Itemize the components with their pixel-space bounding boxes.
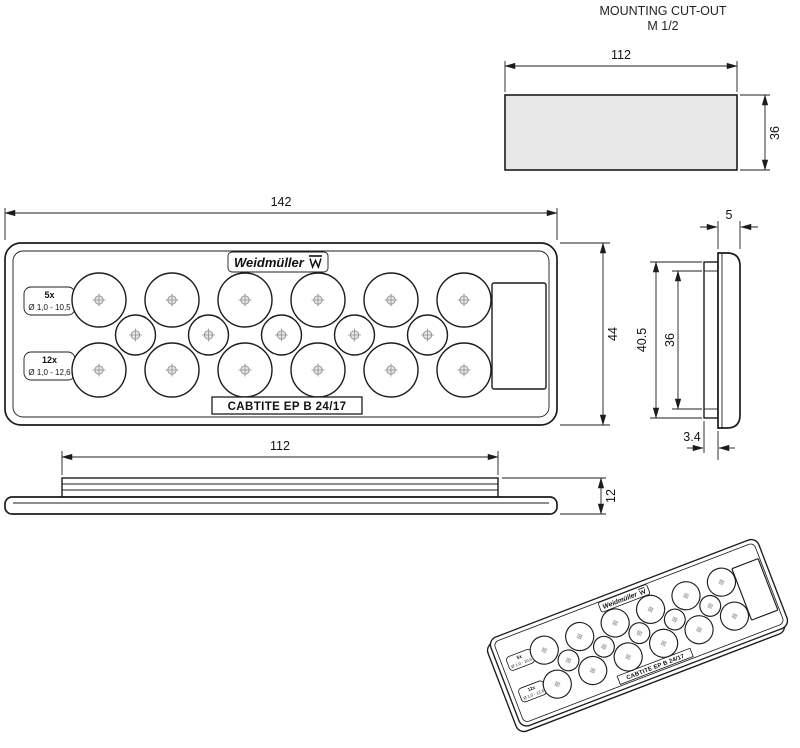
plate-inner-outline xyxy=(12,250,550,418)
brand-plate: Weidmüller xyxy=(227,251,329,273)
bottom-profile-view: 112 12 xyxy=(4,439,618,515)
product-label: CABTITE EP B 24/17 xyxy=(228,401,347,413)
iso-plate-inner-outline xyxy=(494,543,784,722)
brand-plate-frame xyxy=(227,251,329,273)
side-thickness-label: 5 xyxy=(726,208,733,222)
blank-plug-area xyxy=(731,558,779,621)
large-grommet-range: Ø 1,0 - 12,6 xyxy=(28,368,71,377)
blank-plug-area xyxy=(491,282,547,390)
cutout-rect xyxy=(504,94,738,171)
product-label-frame xyxy=(616,647,694,685)
profile-height-dimension: 12 xyxy=(502,477,618,515)
cutout-view: 112 36 xyxy=(504,48,782,171)
profile-width-dimension: 112 xyxy=(61,439,499,475)
side-total-height-label: 40.5 xyxy=(635,328,649,352)
cutout-width-dimension: 112 xyxy=(504,48,738,92)
side-insert-height-dimension: 36 xyxy=(663,270,702,410)
brand-plate-frame xyxy=(598,584,651,613)
profile-frame xyxy=(4,496,558,515)
large-grommet-count: 12x xyxy=(42,355,57,365)
side-insert-thickness-label: 3.4 xyxy=(683,430,700,444)
side-insert-profile xyxy=(703,261,719,419)
large-grommet-count: 12x xyxy=(527,685,536,693)
small-grommet-range: Ø 1,0 - 10,5 xyxy=(28,303,71,312)
brand-label: Weidmüller xyxy=(234,255,305,270)
side-thickness-dimension: 5 xyxy=(700,208,758,249)
profile-insert xyxy=(61,477,499,498)
profile-height-label: 12 xyxy=(604,489,618,503)
cutout-title: MOUNTING CUT-OUT M 1/2 xyxy=(599,4,726,33)
front-width-dimension: 142 xyxy=(4,195,558,240)
front-height-label: 44 xyxy=(606,327,620,341)
side-frame-profile xyxy=(717,252,741,429)
cutout-width-label: 112 xyxy=(611,48,631,62)
side-insert-height-label: 36 xyxy=(663,333,677,347)
side-total-height-dimension: 40.5 xyxy=(635,261,702,419)
small-grommet-count: 5x xyxy=(516,654,523,661)
grommets xyxy=(71,272,492,398)
profile-width-label: 112 xyxy=(270,439,290,453)
product-label-frame xyxy=(211,396,363,415)
cutout-height-dimension: 36 xyxy=(740,94,782,171)
front-height-dimension: 44 xyxy=(560,242,620,426)
cutout-title-line1: MOUNTING CUT-OUT xyxy=(599,4,726,18)
product-label-plate: CABTITE EP B 24/17 xyxy=(211,396,363,415)
iso-grommets xyxy=(529,567,750,699)
small-grommet-count: 5x xyxy=(44,290,54,300)
side-insert-thickness-dimension: 3.4 xyxy=(683,421,735,460)
cutout-height-label: 36 xyxy=(768,126,782,140)
cutout-title-line2: M 1/2 xyxy=(647,19,678,33)
side-view: 5 40.5 36 3.4 xyxy=(635,208,758,460)
front-view: Weidmüller 5x Ø 1,0 - 10,5 12x Ø 1,0 - 1… xyxy=(4,195,620,426)
isometric-view: Weidmüller 5x Ø 1,0 - 10,5 12x Ø 1,0 - 1… xyxy=(486,538,789,733)
front-width-label: 142 xyxy=(271,195,292,209)
